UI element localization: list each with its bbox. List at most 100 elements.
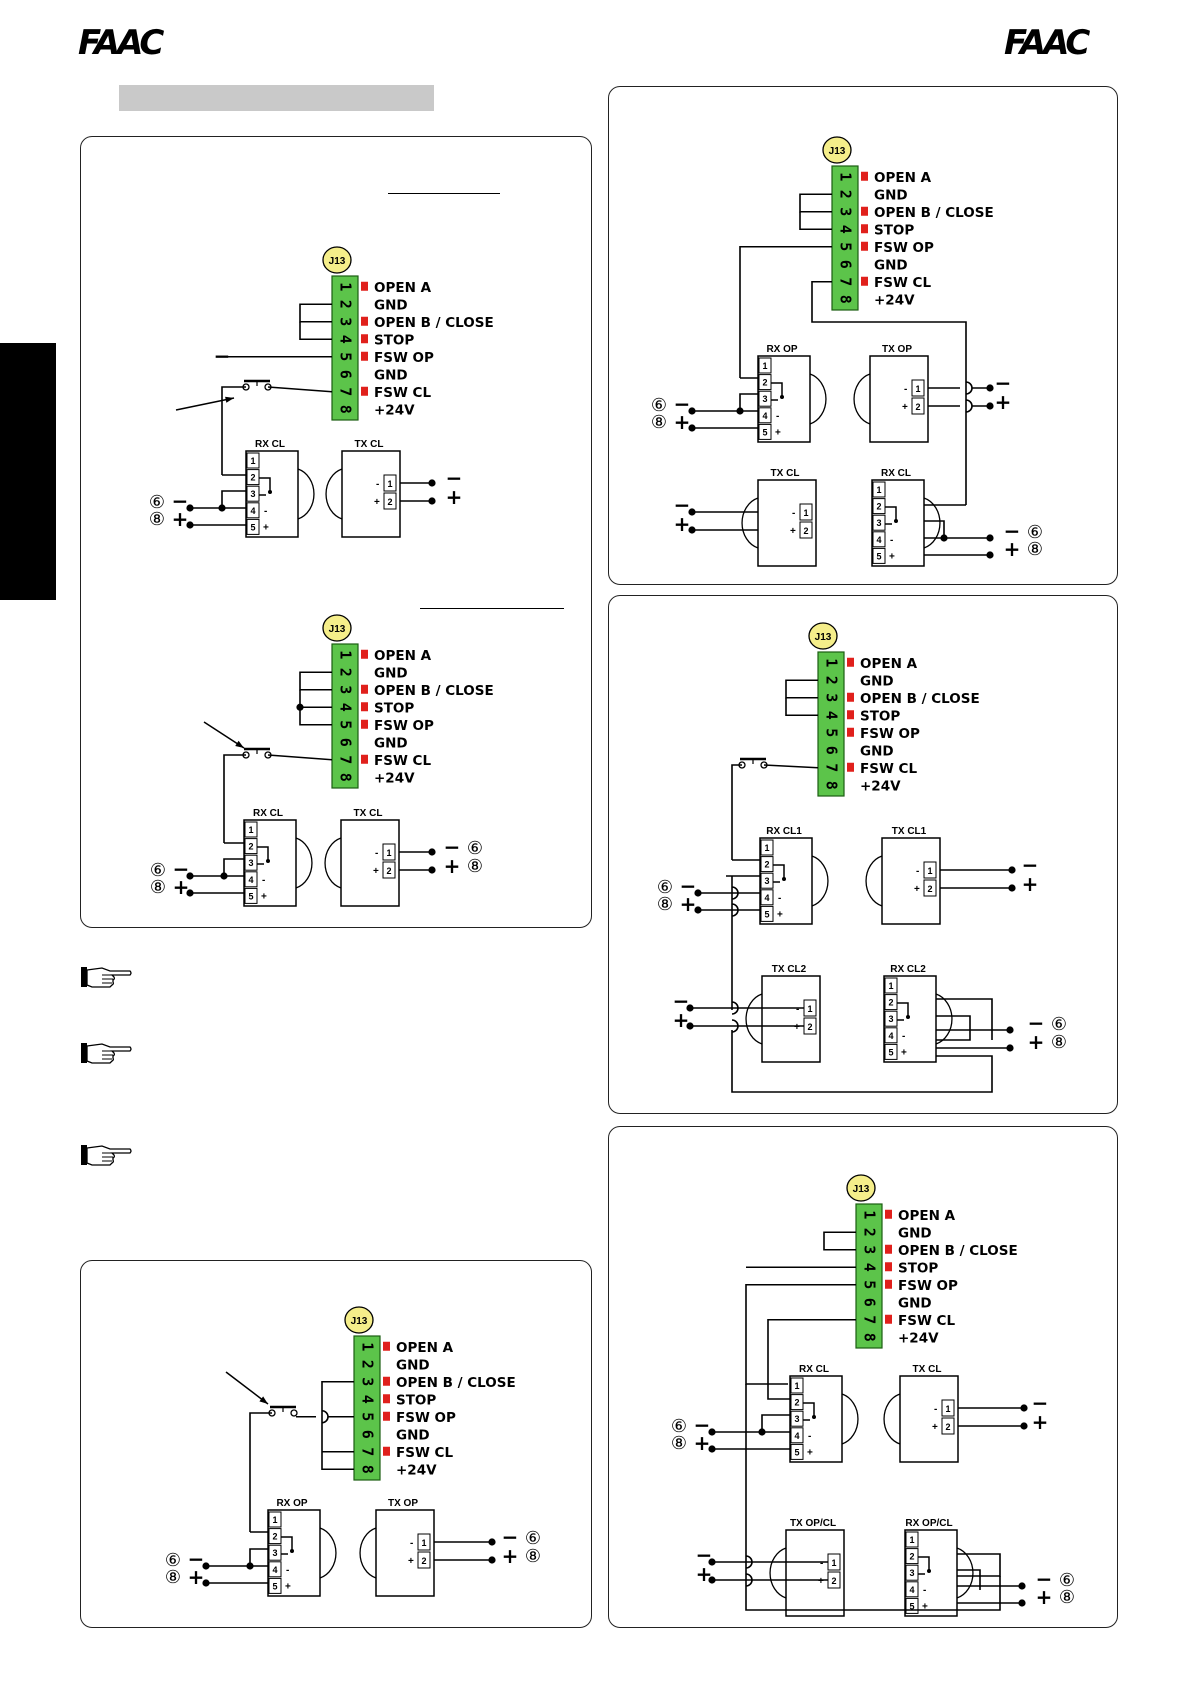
minus-sign: −	[995, 371, 1012, 395]
red-led-icon	[861, 241, 868, 251]
relay-pivot	[268, 490, 272, 494]
relay-pivot	[894, 519, 898, 523]
wire-crossover	[745, 1555, 753, 1569]
wire	[249, 1412, 272, 1532]
terminal-label: GND	[396, 1427, 430, 1443]
terminal-slot	[884, 977, 898, 994]
pin-sign: -	[778, 893, 781, 904]
plus-sign: +	[188, 1565, 205, 1589]
pin-sign: +	[807, 1447, 813, 1458]
wire-junction	[708, 1558, 716, 1566]
terminal-slot	[758, 390, 772, 407]
plus-sign: +	[1022, 872, 1039, 896]
terminal-slot	[760, 872, 774, 889]
terminal-slot	[383, 492, 397, 510]
pin-sign: +	[775, 427, 781, 438]
terminal-pin-number: 1	[861, 1210, 879, 1219]
terminal-ref-6: ⑥	[525, 1528, 541, 1549]
red-led-icon	[383, 1394, 390, 1404]
red-led-icon	[861, 206, 868, 216]
minus-sign: −	[1022, 853, 1039, 877]
terminal-pin-number: 4	[337, 335, 355, 344]
j13-badge	[822, 136, 852, 164]
terminal-pin-number: 5	[861, 1280, 879, 1289]
wire-junction	[688, 526, 696, 534]
pin-sign: -	[792, 508, 795, 519]
terminal-ref-8: ⑧	[1027, 539, 1043, 560]
wire	[823, 1231, 856, 1251]
wire	[731, 764, 742, 860]
tx-pin-number: 1	[807, 1004, 812, 1014]
terminal-slot	[244, 871, 258, 888]
wire-crossover	[321, 1409, 329, 1424]
panel-top-right	[608, 86, 1118, 585]
lens-arc	[811, 855, 829, 907]
terminal-slot	[790, 1394, 804, 1411]
j13-badge	[322, 246, 352, 274]
terminal-slot	[758, 407, 772, 424]
terminal-pin-number: 4	[823, 711, 841, 720]
pin-sign: -	[264, 506, 267, 517]
terminal-label: GND	[374, 367, 408, 383]
rx-pin-number: 2	[888, 998, 893, 1008]
terminal-slot	[872, 531, 886, 548]
wire-crossover	[965, 399, 973, 413]
terminal-label: GND	[898, 1295, 932, 1311]
wire-junction	[186, 521, 194, 529]
rx-pin-number: 3	[248, 858, 253, 868]
rx-pin-number: 1	[764, 843, 769, 853]
terminal-label: FSW CL	[374, 385, 431, 401]
wire	[745, 1384, 1001, 1611]
terminal-pin-number: 6	[823, 746, 841, 755]
terminal-label: GND	[874, 257, 908, 273]
terminal-pin-number: 6	[359, 1430, 377, 1439]
plus-sign: +	[995, 390, 1012, 414]
pin-sign: -	[375, 848, 378, 859]
device-title: TX OP	[882, 344, 912, 355]
terminal-ref-6: ⑥	[1051, 1014, 1067, 1035]
wire-junction	[202, 1579, 210, 1587]
terminal-label: OPEN B / CLOSE	[898, 1243, 1018, 1259]
wire	[739, 393, 758, 411]
pin-sign: +	[914, 884, 920, 895]
terminal-label: OPEN A	[374, 648, 432, 664]
section-title-bar	[119, 85, 434, 111]
device-title: TX OP/CL	[790, 1518, 836, 1529]
terminal-ref-6: ⑥	[651, 395, 667, 416]
pin-sign: -	[820, 1558, 823, 1569]
device-title: RX CL	[881, 468, 911, 479]
terminal-label: FSW CL	[860, 761, 917, 777]
device-title: TX CL	[913, 1364, 942, 1375]
terminal-slot	[923, 879, 937, 897]
terminal-pin-number: 5	[837, 242, 855, 251]
terminal-pin-number: 3	[359, 1377, 377, 1386]
terminal-pin-number: 4	[359, 1395, 377, 1404]
lens-arc	[741, 497, 759, 549]
rx-pin-number: 4	[888, 1031, 893, 1041]
tx-pin-number: 2	[803, 526, 808, 536]
terminal-label: OPEN B / CLOSE	[396, 1375, 516, 1391]
pointing-hand-icon	[81, 967, 132, 988]
plus-sign: +	[1036, 1585, 1053, 1609]
j13-label: J13	[829, 146, 846, 157]
terminal-ref-8: ⑧	[150, 877, 166, 898]
device-title: RX OP/CL	[905, 1518, 952, 1529]
terminal-label: GND	[860, 673, 894, 689]
terminal-ref-6: ⑥	[467, 838, 483, 859]
wire-junction	[488, 1556, 496, 1564]
pin-sign: +	[922, 1601, 928, 1612]
terminal-label: GND	[374, 735, 408, 751]
j13-badge	[846, 1174, 876, 1202]
j13-label: J13	[853, 1184, 870, 1195]
terminal-pin-number: 7	[823, 763, 841, 772]
lens-arc	[956, 1547, 974, 1599]
minus-sign: −	[214, 344, 231, 368]
relay-contact	[885, 506, 897, 520]
wire	[267, 754, 333, 761]
relay-pivot	[780, 395, 784, 399]
lens-arc	[319, 1527, 337, 1579]
wire-junction	[428, 866, 436, 874]
terminal-slot	[884, 1043, 898, 1060]
red-led-icon	[885, 1209, 892, 1219]
terminal-block	[817, 651, 845, 797]
